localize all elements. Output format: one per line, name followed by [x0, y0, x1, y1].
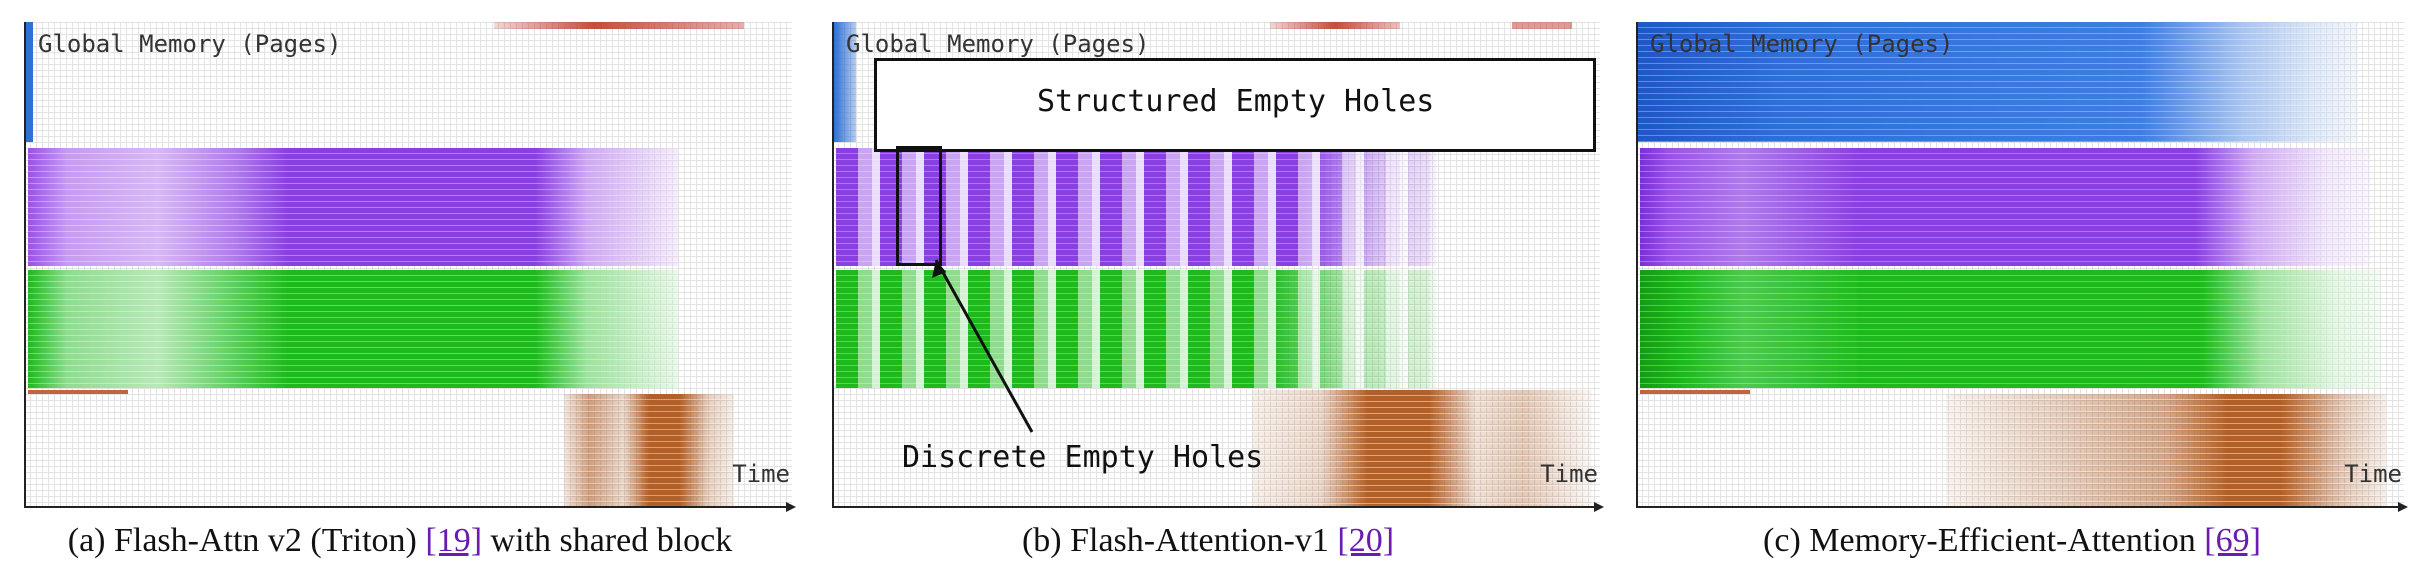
structured-holes-box — [874, 58, 1596, 152]
panel-a: Global Memory (Pages) Time (a) Flash-Att… — [0, 0, 800, 580]
memory-plot-a: Global Memory (Pages) Time — [24, 22, 796, 512]
x-axis — [1636, 506, 2404, 508]
caption-c: (c) Memory-Efficient-Attention [69] — [1612, 522, 2412, 560]
x-axis — [832, 506, 1600, 508]
memory-plot-c: Global Memory (Pages) Time — [1636, 22, 2408, 512]
caption-b: (b) Flash-Attention-v1 [20] — [808, 522, 1608, 560]
purple-band — [836, 148, 1436, 266]
panel-c: Global Memory (Pages) Time (c) Memory-Ef… — [1612, 0, 2412, 580]
red-top-strip — [1270, 22, 1400, 29]
blue-band — [1638, 22, 2358, 142]
y-axis-label: Global Memory (Pages) — [846, 30, 1150, 58]
structured-holes-label: Structured Empty Holes — [1037, 84, 1435, 119]
brown-cluster — [1252, 390, 1592, 506]
annotation-arrow — [932, 259, 1034, 433]
purple-band — [1640, 148, 2370, 266]
y-axis — [24, 22, 26, 508]
red-bottom-strip — [28, 390, 128, 394]
x-axis-arrow-icon — [786, 502, 796, 512]
y-axis-label: Global Memory (Pages) — [1650, 30, 1954, 58]
brown-cluster — [1946, 394, 2386, 506]
discrete-holes-box — [896, 146, 942, 266]
red-top-strip — [494, 22, 744, 29]
discrete-holes-label: Discrete Empty Holes — [902, 440, 1264, 475]
y-axis — [1636, 22, 1638, 508]
green-band — [1640, 270, 2380, 388]
citation-link[interactable]: [69] — [2204, 522, 2261, 559]
caption-a: (a) Flash-Attn v2 (Triton) [19] with sha… — [0, 522, 800, 560]
caption-text: (a) Flash-Attn v2 (Triton) — [67, 522, 426, 559]
x-axis-label: Time — [2344, 460, 2402, 488]
x-axis — [24, 506, 792, 508]
citation-link[interactable]: [19] — [425, 522, 483, 559]
caption-text: with shared block — [482, 522, 733, 559]
memory-plot-b: Global Memory (Pages) Time Structured Em… — [832, 22, 1604, 512]
blue-left-block — [834, 22, 856, 142]
x-axis-arrow-icon — [1594, 502, 1604, 512]
x-axis-label: Time — [732, 460, 790, 488]
green-band — [28, 270, 678, 388]
y-axis — [832, 22, 834, 508]
x-axis-label: Time — [1540, 460, 1598, 488]
purple-band — [28, 148, 678, 266]
brown-cluster — [564, 394, 734, 506]
red-bottom-strip — [1640, 390, 1750, 394]
blue-left-strip — [26, 22, 33, 142]
caption-text: (b) Flash-Attention-v1 — [1021, 522, 1338, 559]
green-band — [836, 270, 1436, 388]
caption-text: (c) Memory-Efficient-Attention — [1763, 522, 2205, 559]
citation-link[interactable]: [20] — [1337, 522, 1395, 559]
y-axis-label: Global Memory (Pages) — [38, 30, 342, 58]
red-top-strip-right — [1512, 22, 1572, 29]
x-axis-arrow-icon — [2398, 502, 2408, 512]
panel-b: Global Memory (Pages) Time Structured Em… — [808, 0, 1608, 580]
